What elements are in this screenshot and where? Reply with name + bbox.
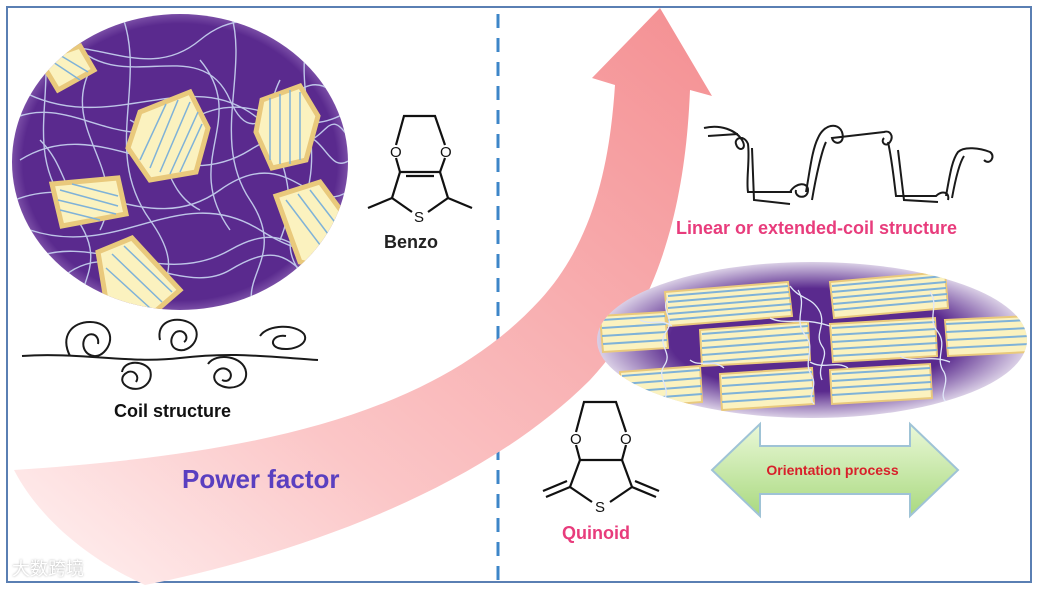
oriented-crystallite xyxy=(718,366,816,412)
power-factor-arrow xyxy=(14,8,712,585)
quinoid-label: Quinoid xyxy=(562,523,630,543)
coil-structure-label: Coil structure xyxy=(114,401,232,421)
linear-structure-label: Linear or extended-coil structure xyxy=(676,218,958,238)
oriented-crystallite xyxy=(698,320,812,368)
quinoid-sulfur: S xyxy=(595,499,605,516)
benzo-structure xyxy=(367,114,473,213)
oriented-crystallite xyxy=(618,364,704,410)
crystallite xyxy=(253,82,321,171)
oriented-crystallite xyxy=(828,270,950,320)
orientation-process-label: Orientation process xyxy=(766,462,899,478)
quinoid-structure xyxy=(542,400,660,503)
tie-chains xyxy=(639,285,951,405)
oriented-crystallite xyxy=(598,310,670,354)
crystallite xyxy=(48,175,130,229)
benzo-oxygen-right: O xyxy=(440,144,452,161)
benzo-label: Benzo xyxy=(384,232,438,252)
oriented-crystallite xyxy=(828,316,939,364)
coil-morphology-circle xyxy=(12,14,348,310)
crystallite xyxy=(95,235,184,310)
oriented-crystallite xyxy=(943,314,1027,358)
oriented-crystallite xyxy=(828,362,934,406)
benzo-oxygen-left: O xyxy=(390,144,402,161)
quinoid-oxygen-left: O xyxy=(570,431,582,448)
watermark: 大数跨境 xyxy=(12,559,84,579)
benzo-sulfur: S xyxy=(414,209,424,226)
orientation-double-arrow xyxy=(710,421,960,519)
quinoid-oxygen-right: O xyxy=(620,431,632,448)
crystallite xyxy=(125,88,211,183)
oriented-crystallite xyxy=(663,280,794,328)
extended-coil-sketch xyxy=(703,124,994,205)
oriented-morphology-ellipse xyxy=(597,262,1027,418)
coil-chain-sketch xyxy=(21,318,319,390)
power-factor-label: Power factor xyxy=(182,464,340,494)
